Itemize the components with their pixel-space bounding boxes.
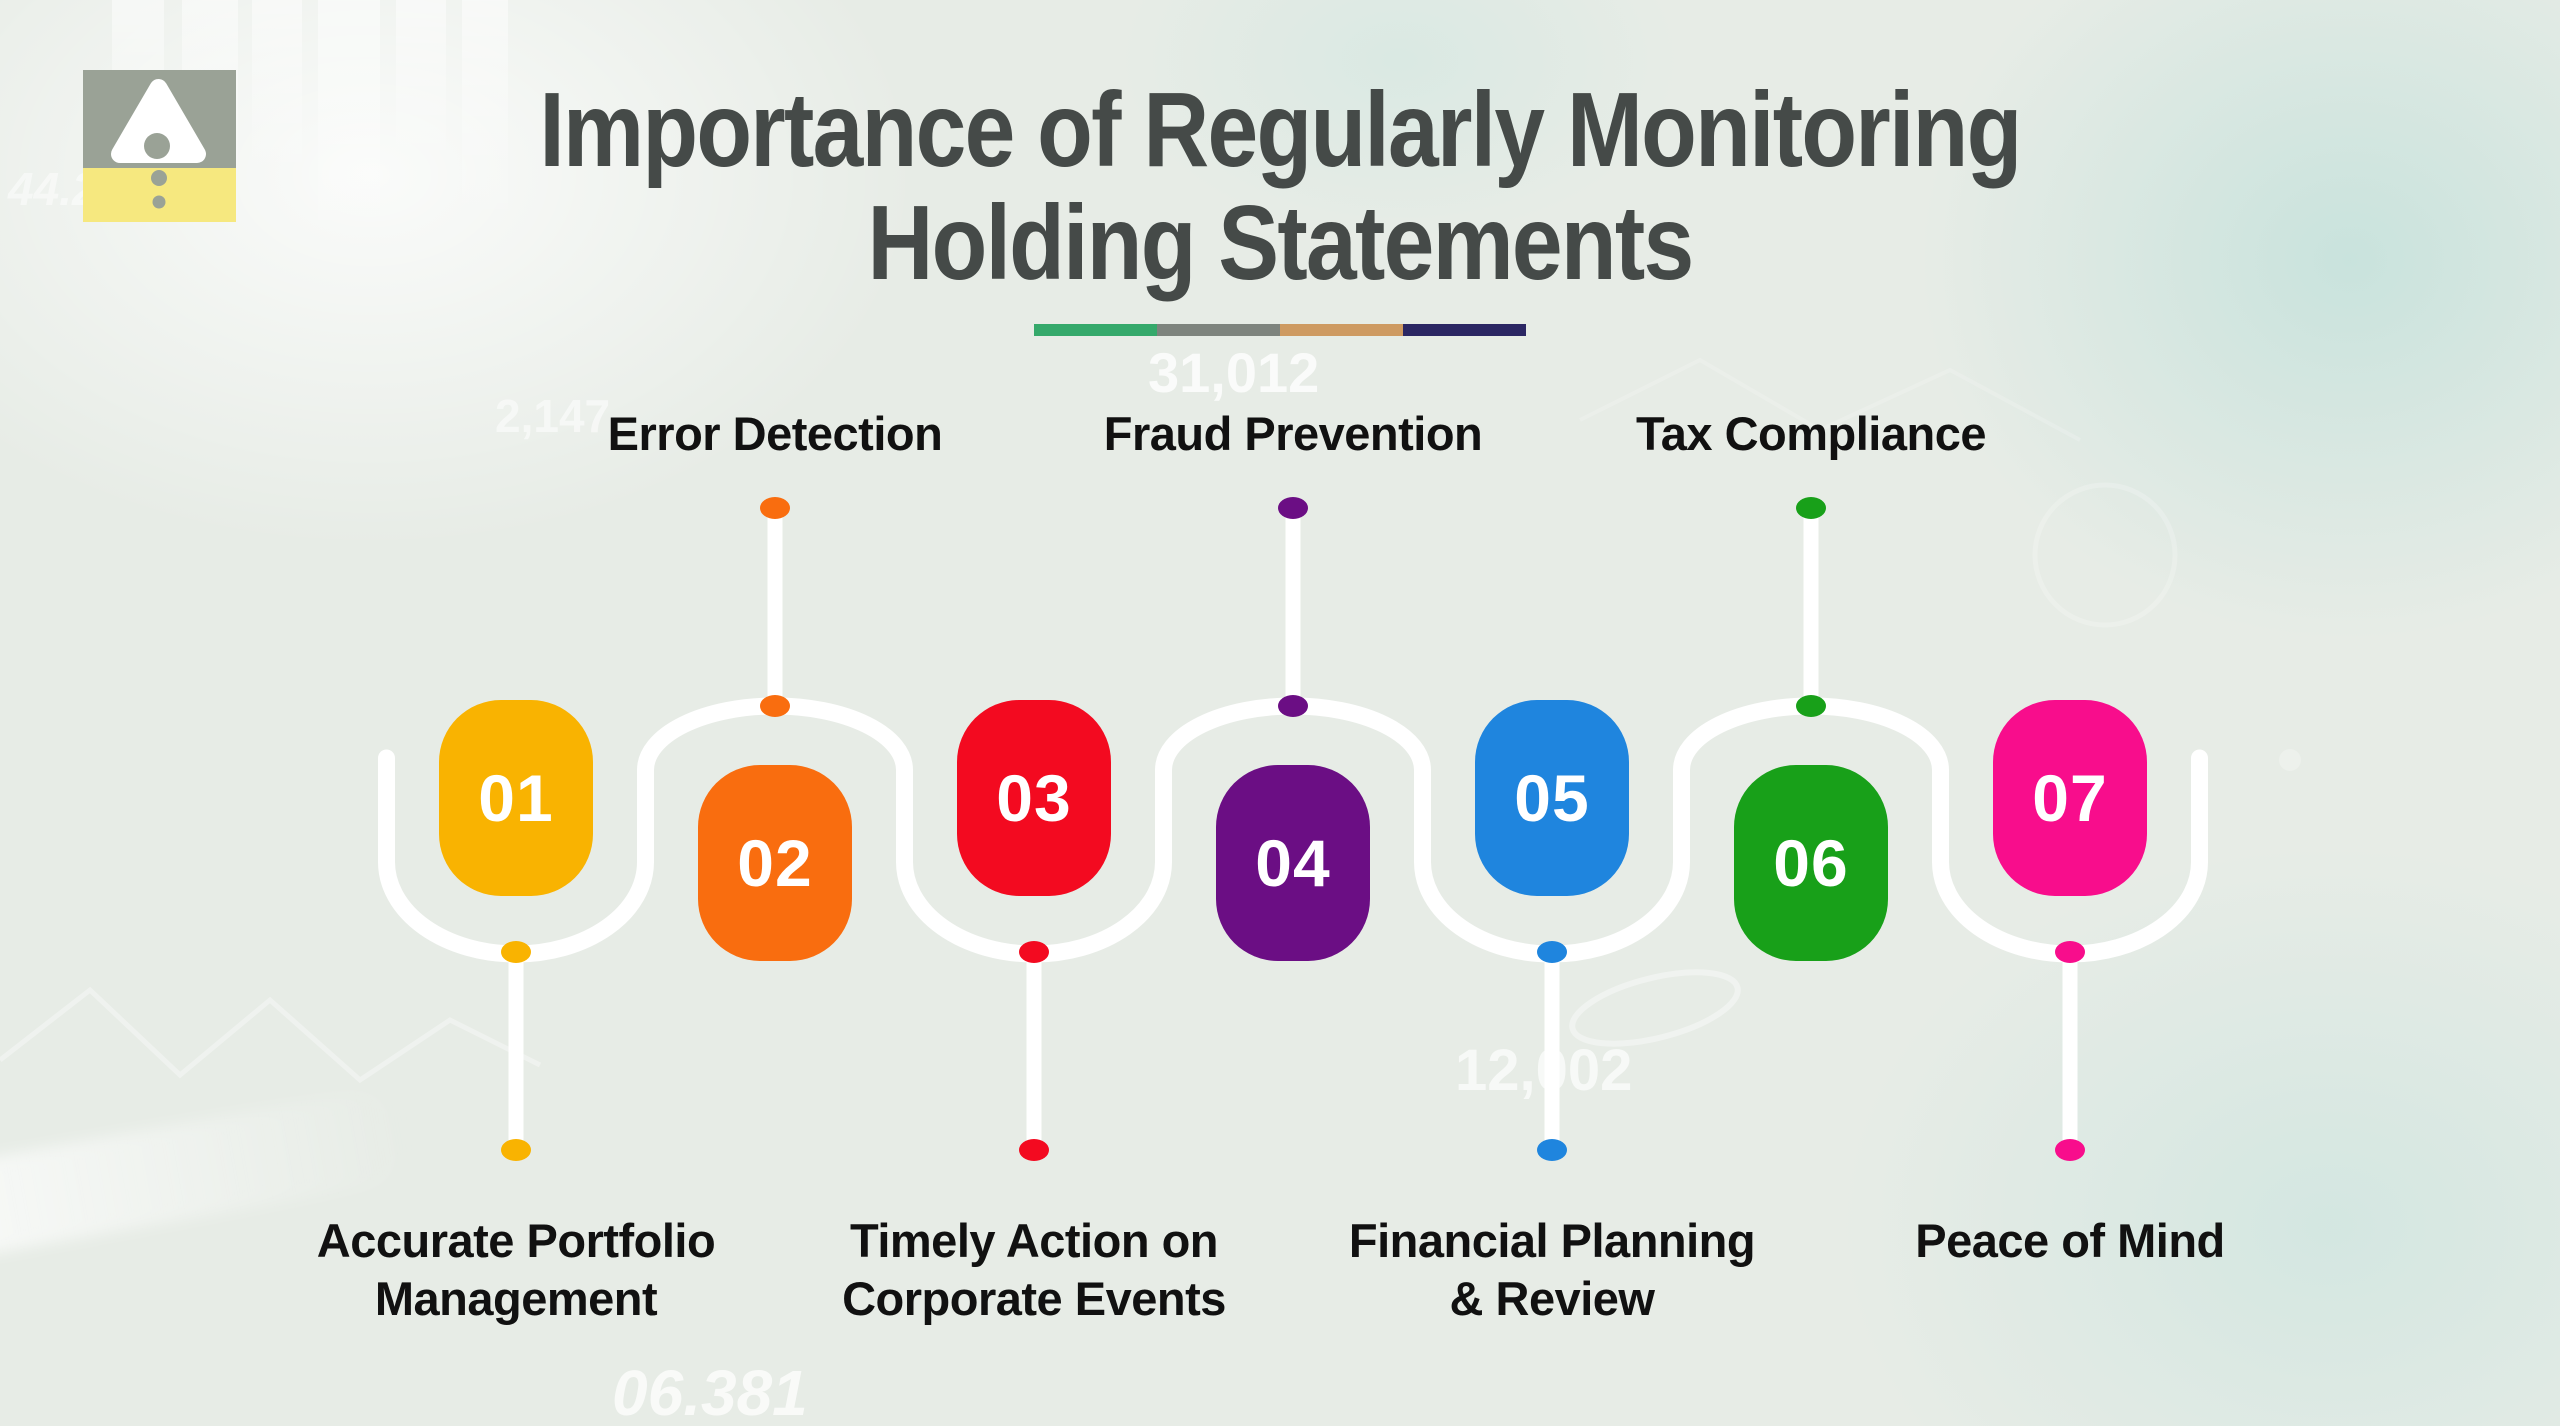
timeline-connectors xyxy=(508,500,2078,1158)
brand-logo xyxy=(83,70,236,222)
timeline-dot xyxy=(1019,1139,1049,1161)
timeline-dot xyxy=(1537,1139,1567,1161)
timeline-dot xyxy=(1019,941,1049,963)
timeline-dots xyxy=(501,497,2085,1161)
step-label: Timely Action on Corporate Events xyxy=(724,1212,1344,1328)
timeline-dot xyxy=(760,497,790,519)
step-label: Fraud Prevention xyxy=(983,405,1603,463)
step-label: Accurate Portfolio Management xyxy=(206,1212,826,1328)
step-label: Financial Planning & Review xyxy=(1242,1212,1862,1328)
step-number: 01 xyxy=(478,761,554,835)
step-pill: 06 xyxy=(1734,765,1888,961)
divider-segment xyxy=(1403,324,1526,336)
step-label-line: Financial Planning xyxy=(1348,1214,1756,1267)
brand-logo-graphic xyxy=(83,70,236,222)
step-pill: 03 xyxy=(957,700,1111,896)
step-number: 02 xyxy=(737,826,813,900)
step-label-line: & Review xyxy=(1449,1272,1655,1325)
step-label-line: Timely Action on xyxy=(849,1214,1219,1267)
step-label-line: Fraud Prevention xyxy=(1103,407,1483,460)
timeline-dot xyxy=(501,941,531,963)
page-title-line2: Holding Statements xyxy=(867,184,1694,302)
timeline-dot xyxy=(1796,695,1826,717)
timeline-dot xyxy=(501,1139,531,1161)
divider-segment xyxy=(1157,324,1280,336)
timeline-dot xyxy=(2055,1139,2085,1161)
step-label-line: Corporate Events xyxy=(842,1272,1226,1325)
timeline-dot xyxy=(1537,941,1567,963)
step-number: 04 xyxy=(1255,826,1331,900)
page-title-line1: Importance of Regularly Monitoring xyxy=(539,71,2022,189)
timeline-dot xyxy=(2055,941,2085,963)
step-pill: 04 xyxy=(1216,765,1370,961)
step-label-line: Error Detection xyxy=(607,407,943,460)
step-label-line: Accurate Portfolio xyxy=(316,1214,716,1267)
step-pill: 07 xyxy=(1993,700,2147,896)
page-title: Importance of Regularly Monitoring Holdi… xyxy=(0,74,2560,300)
step-pill: 01 xyxy=(439,700,593,896)
timeline-dot xyxy=(760,695,790,717)
step-label-line: Peace of Mind xyxy=(1915,1214,2225,1267)
divider-segment xyxy=(1280,324,1403,336)
title-divider xyxy=(1034,324,1526,336)
step-pill: 05 xyxy=(1475,700,1629,896)
step-pill: 02 xyxy=(698,765,852,961)
step-label: Peace of Mind xyxy=(1760,1212,2380,1270)
timeline-dot xyxy=(1278,497,1308,519)
step-number: 05 xyxy=(1514,761,1590,835)
timeline-dot xyxy=(1278,695,1308,717)
step-number: 06 xyxy=(1773,826,1849,900)
step-number: 03 xyxy=(996,761,1072,835)
step-label-line: Management xyxy=(374,1272,658,1325)
divider-segment xyxy=(1034,324,1157,336)
timeline-dot xyxy=(1796,497,1826,519)
step-label: Tax Compliance xyxy=(1501,405,2121,463)
step-label: Error Detection xyxy=(465,405,1085,463)
step-label-line: Tax Compliance xyxy=(1636,407,1986,460)
logo-dots xyxy=(144,133,170,209)
step-number: 07 xyxy=(2032,761,2108,835)
